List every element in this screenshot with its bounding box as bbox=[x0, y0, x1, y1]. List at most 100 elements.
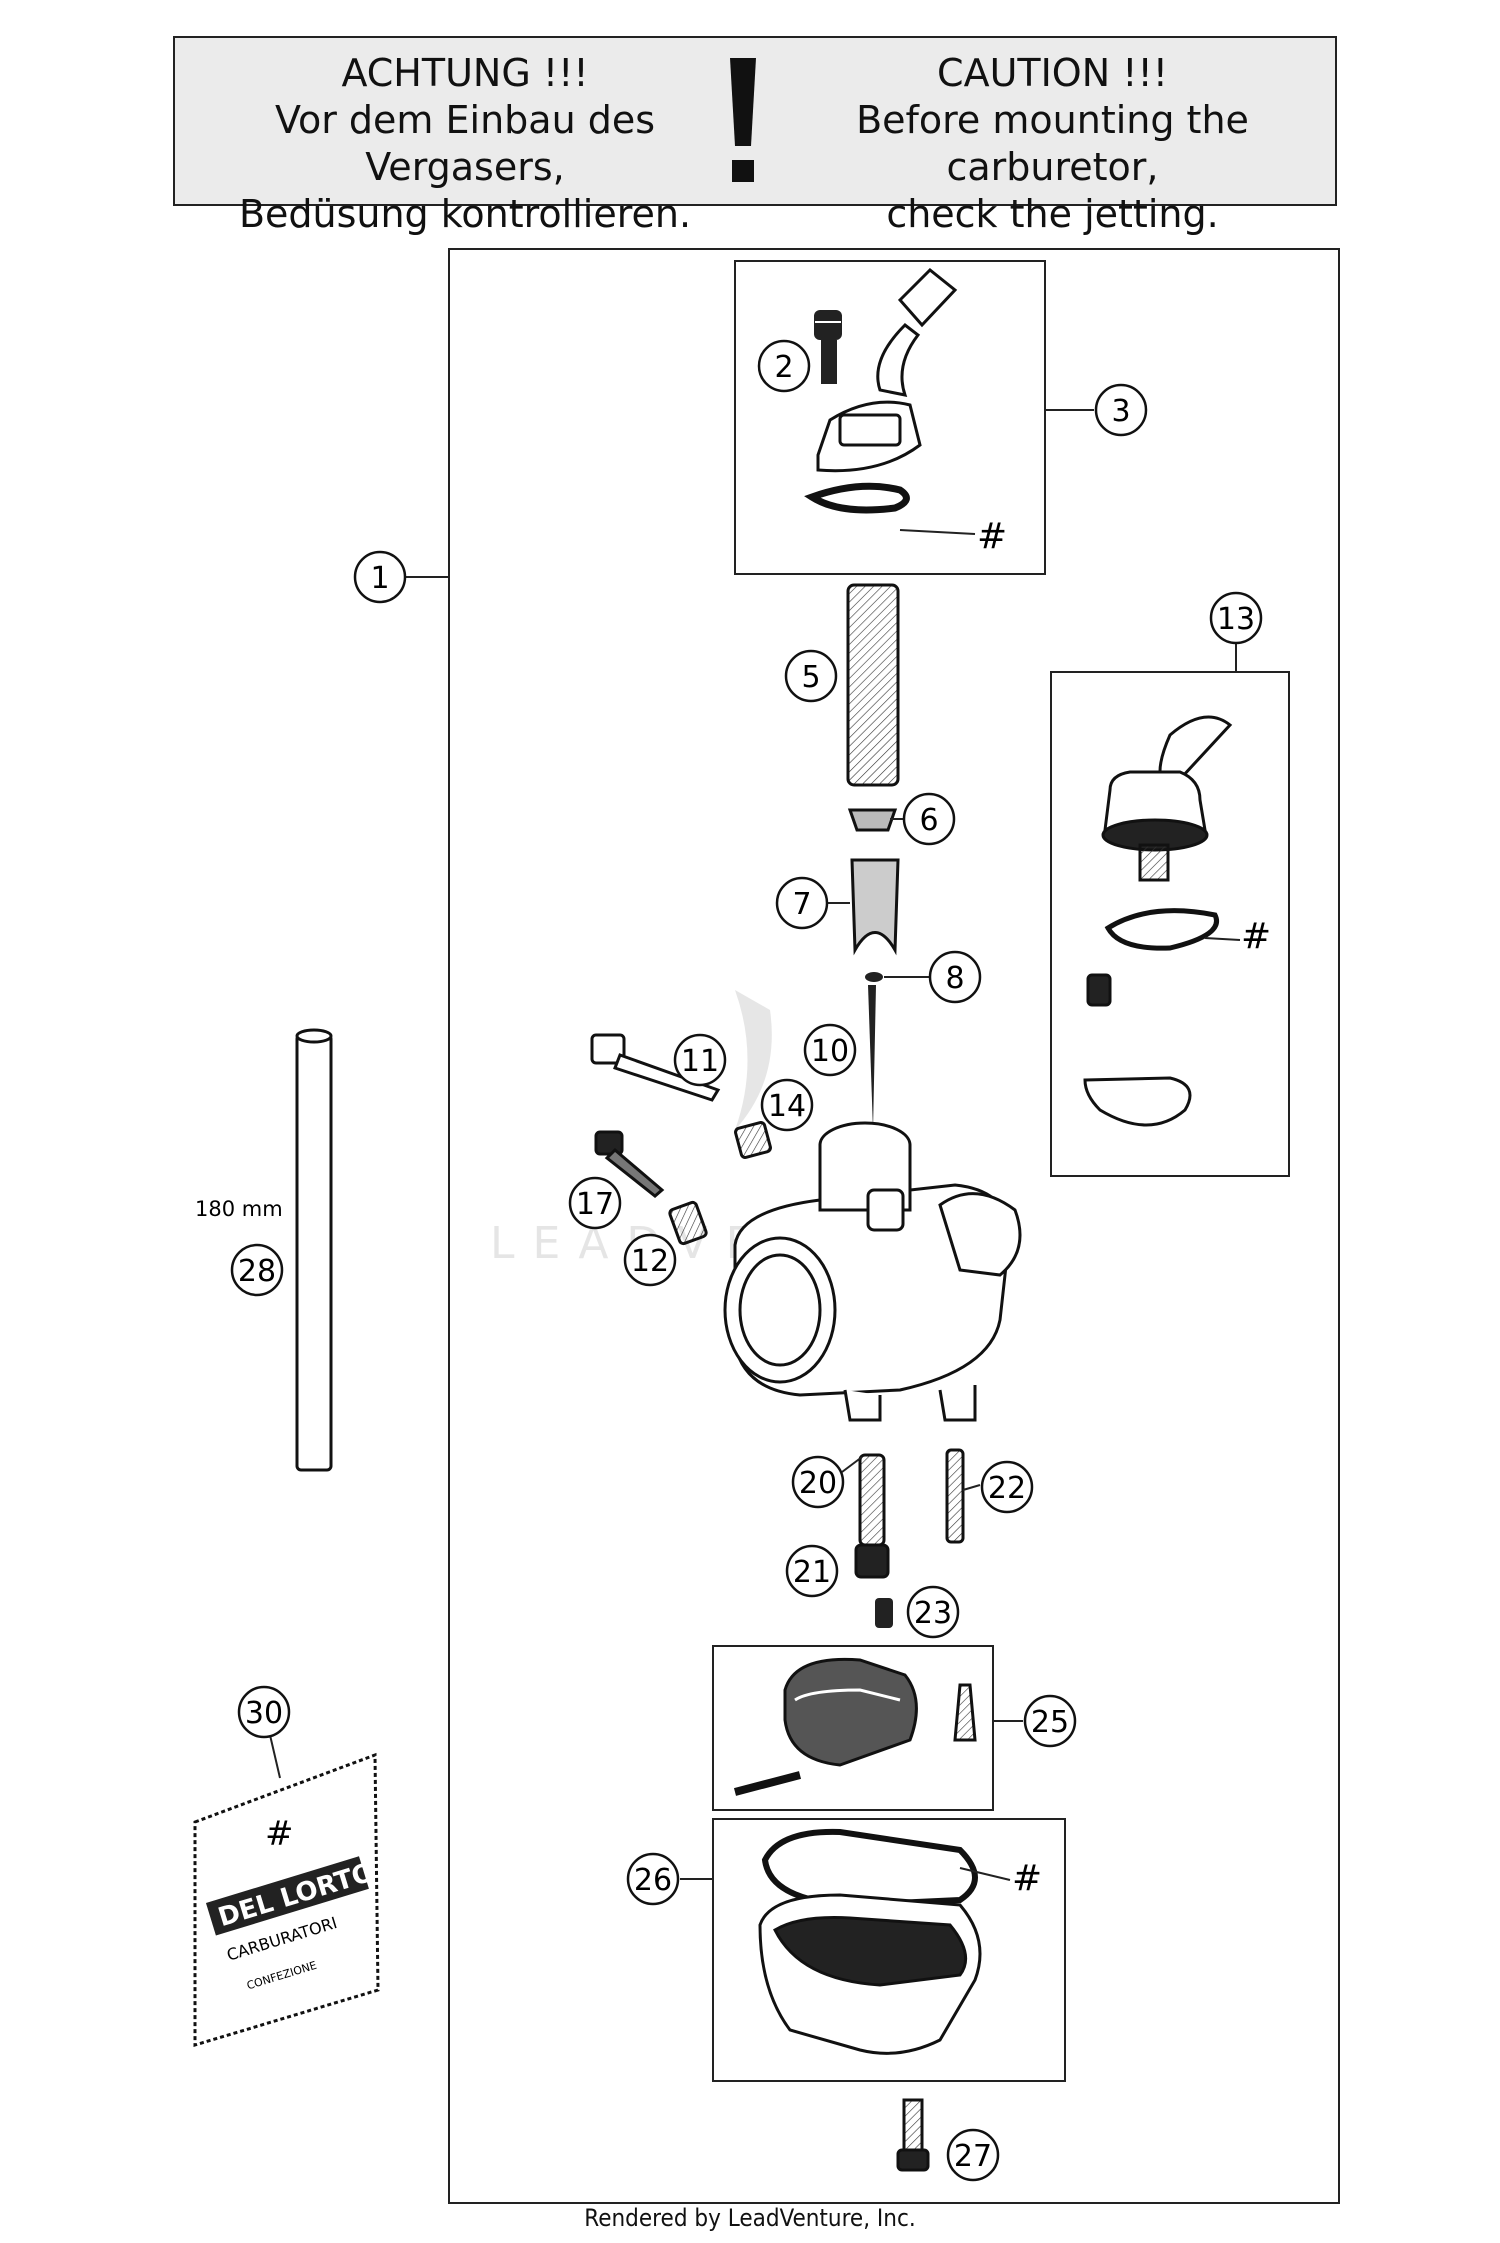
exclamation-icon bbox=[730, 58, 756, 182]
warning-de-title: ACHTUNG !!! bbox=[341, 51, 589, 95]
part-throttle-slide-7 bbox=[850, 858, 900, 956]
callout-number: 5 bbox=[801, 660, 820, 695]
callout-number: 21 bbox=[793, 1555, 831, 1590]
warning-en-line1: Before mounting the carburetor, bbox=[856, 98, 1249, 189]
callout-number: 25 bbox=[1031, 1705, 1069, 1740]
hash-mark-gasket-3: # bbox=[977, 516, 1007, 557]
part-jet-23 bbox=[875, 1598, 893, 1628]
callout-25: 25 bbox=[1023, 1694, 1077, 1748]
callout-number: 1 bbox=[370, 561, 389, 596]
callout-circle bbox=[568, 1176, 622, 1230]
callout-number: 12 bbox=[631, 1244, 669, 1279]
callout-14: 14 bbox=[760, 1078, 814, 1132]
callout-circle bbox=[784, 649, 838, 703]
callout-number: 6 bbox=[919, 803, 938, 838]
callout-circle bbox=[785, 1544, 839, 1598]
callout-8: 8 bbox=[928, 950, 982, 1004]
callout-circle bbox=[673, 1033, 727, 1087]
callout-number: 17 bbox=[576, 1187, 614, 1222]
callout-20: 20 bbox=[791, 1455, 845, 1509]
callout-number: 10 bbox=[811, 1034, 849, 1069]
callout-17: 17 bbox=[568, 1176, 622, 1230]
callout-number: 30 bbox=[245, 1696, 283, 1731]
callout-circle bbox=[902, 792, 956, 846]
part-screw-17 bbox=[594, 1130, 665, 1198]
part-float-bowl-26 bbox=[758, 1828, 982, 2055]
callout-30: 30 bbox=[237, 1685, 291, 1739]
callout-27: 27 bbox=[946, 2128, 1000, 2182]
callout-1: 1 bbox=[353, 550, 407, 604]
warning-de-line1: Vor dem Einbau des Vergasers, bbox=[274, 98, 656, 189]
callout-number: 11 bbox=[681, 1044, 719, 1079]
warning-box: ACHTUNG !!! Vor dem Einbau des Vergasers… bbox=[173, 36, 1337, 236]
callout-circle bbox=[1023, 1694, 1077, 1748]
part-spring-12 bbox=[668, 1200, 708, 1246]
bag-hash-mark: # bbox=[265, 1814, 294, 1854]
callout-circle bbox=[353, 550, 407, 604]
callout-number: 20 bbox=[799, 1466, 837, 1501]
part-atomizer-20 bbox=[858, 1453, 886, 1547]
part-choke-cover-3 bbox=[804, 267, 958, 514]
callout-circle bbox=[1094, 383, 1148, 437]
callout-circle bbox=[1209, 591, 1263, 645]
callout-circle bbox=[230, 1243, 284, 1297]
callout-number: 14 bbox=[768, 1089, 806, 1124]
callout-circle bbox=[791, 1455, 845, 1509]
callout-2: 2 bbox=[757, 339, 811, 393]
hash-mark-gasket-26: # bbox=[1012, 1858, 1042, 1899]
callout-number: 28 bbox=[238, 1254, 276, 1289]
callout-23: 23 bbox=[906, 1585, 960, 1639]
callout-circle bbox=[757, 339, 811, 393]
callout-circle bbox=[980, 1460, 1034, 1514]
callout-circle bbox=[626, 1852, 680, 1906]
callout-28: 28 bbox=[230, 1243, 284, 1297]
callout-26: 26 bbox=[626, 1852, 680, 1906]
hose-length-label: 180 mm bbox=[195, 1197, 283, 1221]
hash-mark-gasket-13: # bbox=[1241, 916, 1271, 957]
group-box-13 bbox=[1050, 671, 1290, 1177]
part-starter-13 bbox=[1083, 715, 1233, 1127]
callout-number: 22 bbox=[988, 1471, 1026, 1506]
callout-13: 13 bbox=[1209, 591, 1263, 645]
part-idle-jet-22 bbox=[945, 1448, 965, 1544]
part-hose-28 bbox=[295, 1028, 333, 1472]
callout-number: 26 bbox=[634, 1863, 672, 1898]
warning-english: CAUTION !!! Before mounting the carburet… bbox=[775, 50, 1330, 238]
part-needle-10 bbox=[868, 985, 876, 1130]
group-box-26 bbox=[712, 1818, 1066, 2082]
callout-circle bbox=[623, 1233, 677, 1287]
callout-circle bbox=[775, 876, 829, 930]
part-spring-14 bbox=[734, 1121, 772, 1159]
callout-7: 7 bbox=[775, 876, 829, 930]
part-spring-seat-6 bbox=[847, 808, 898, 832]
warning-de-line2: Bedüsung kontrollieren. bbox=[238, 192, 692, 236]
callout-circle bbox=[928, 950, 982, 1004]
callout-number: 27 bbox=[954, 2139, 992, 2174]
part-jet-kit-bag-30: # DEL LORTO CARBURATORI CONFEZIONE bbox=[193, 1752, 380, 2048]
part-drain-screw-27 bbox=[896, 2098, 930, 2172]
group-box-3 bbox=[734, 260, 1046, 575]
callout-circle bbox=[803, 1023, 857, 1077]
callout-21: 21 bbox=[785, 1544, 839, 1598]
callout-circle bbox=[946, 2128, 1000, 2182]
callout-circle bbox=[906, 1585, 960, 1639]
callout-10: 10 bbox=[803, 1023, 857, 1077]
group-box-25 bbox=[712, 1645, 994, 1811]
callout-number: 3 bbox=[1111, 394, 1130, 429]
callout-number: 7 bbox=[792, 887, 811, 922]
callout-12: 12 bbox=[623, 1233, 677, 1287]
main-assembly-frame bbox=[448, 248, 1340, 2204]
part-float-25 bbox=[733, 1657, 977, 1796]
callout-5: 5 bbox=[784, 649, 838, 703]
callout-number: 2 bbox=[774, 350, 793, 385]
part-main-jet-21 bbox=[854, 1543, 890, 1579]
callout-number: 8 bbox=[945, 961, 964, 996]
callout-3: 3 bbox=[1094, 383, 1148, 437]
callout-6: 6 bbox=[902, 792, 956, 846]
warning-en-line2: check the jetting. bbox=[886, 192, 1219, 236]
part-screw-2 bbox=[814, 310, 842, 384]
part-carburetor-body bbox=[723, 1121, 1022, 1422]
callout-number: 23 bbox=[914, 1596, 952, 1631]
